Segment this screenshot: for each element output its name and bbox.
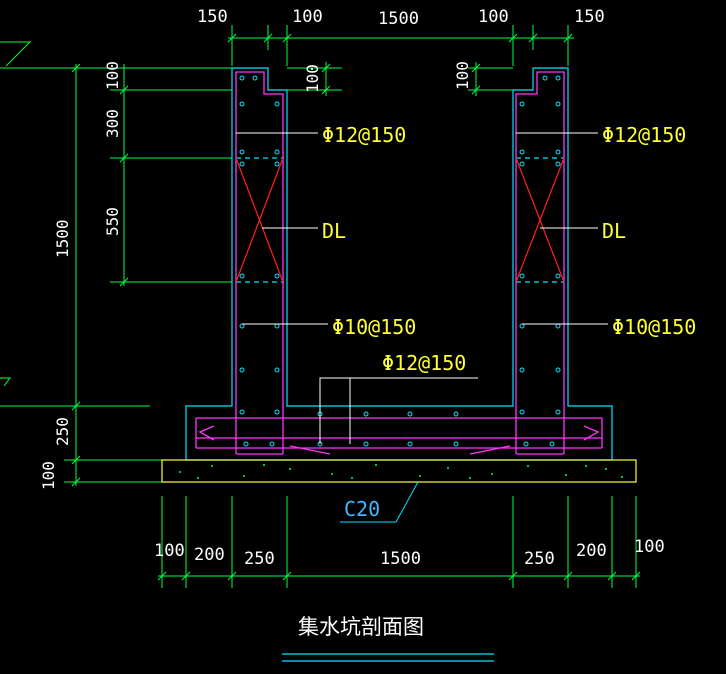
bottom-dim-3: 250 xyxy=(244,549,275,569)
bottom-dim-6: 200 xyxy=(576,541,607,561)
rebar-label-top-right: Φ12@150 xyxy=(602,123,686,147)
top-dim-4: 100 xyxy=(478,7,509,27)
inner-dimension-lines xyxy=(287,62,513,96)
inner-dim-left: 100 xyxy=(303,64,322,93)
concrete-grade-label: C20 xyxy=(344,497,380,521)
bottom-dim-4: 1500 xyxy=(380,549,421,569)
top-dim-2: 100 xyxy=(292,7,323,27)
leader-lines xyxy=(236,132,608,523)
bottom-dim-5: 250 xyxy=(524,549,555,569)
left-dim-550: 550 xyxy=(103,207,122,236)
pad-aggregate-hatch xyxy=(179,464,623,479)
left-dimension-chain xyxy=(0,41,232,487)
rebar-label-base: Φ12@150 xyxy=(382,351,466,375)
drawing-title: 集水坑剖面图 xyxy=(298,615,424,639)
bottom-dimension-chain xyxy=(157,496,641,588)
c20-concrete-pad xyxy=(161,459,637,483)
title-underline xyxy=(282,653,494,662)
top-dim-3: 1500 xyxy=(378,9,419,29)
left-dim-100-top: 100 xyxy=(103,61,122,90)
rebar-label-mid-left: Φ10@150 xyxy=(332,315,416,339)
rebar-cage xyxy=(195,71,603,455)
bottom-dim-1: 100 xyxy=(154,541,185,561)
inner-dim-right: 100 xyxy=(453,61,472,90)
left-dim-100-bottom: 100 xyxy=(39,461,58,490)
bottom-dim-2: 200 xyxy=(194,545,225,565)
left-dim-1500: 1500 xyxy=(53,219,72,258)
left-dim-300: 300 xyxy=(103,109,122,138)
top-dimension-chain xyxy=(227,25,574,66)
beam-cross-marks xyxy=(235,157,565,283)
beam-label-left: DL xyxy=(322,219,346,243)
top-dim-1: 150 xyxy=(197,7,228,27)
top-dim-5: 150 xyxy=(574,7,605,27)
left-dim-250: 250 xyxy=(53,417,72,446)
beam-label-right: DL xyxy=(602,219,626,243)
rebar-label-mid-right: Φ10@150 xyxy=(612,315,696,339)
rebar-label-top-left: Φ12@150 xyxy=(322,123,406,147)
bottom-dim-7: 100 xyxy=(634,537,665,557)
